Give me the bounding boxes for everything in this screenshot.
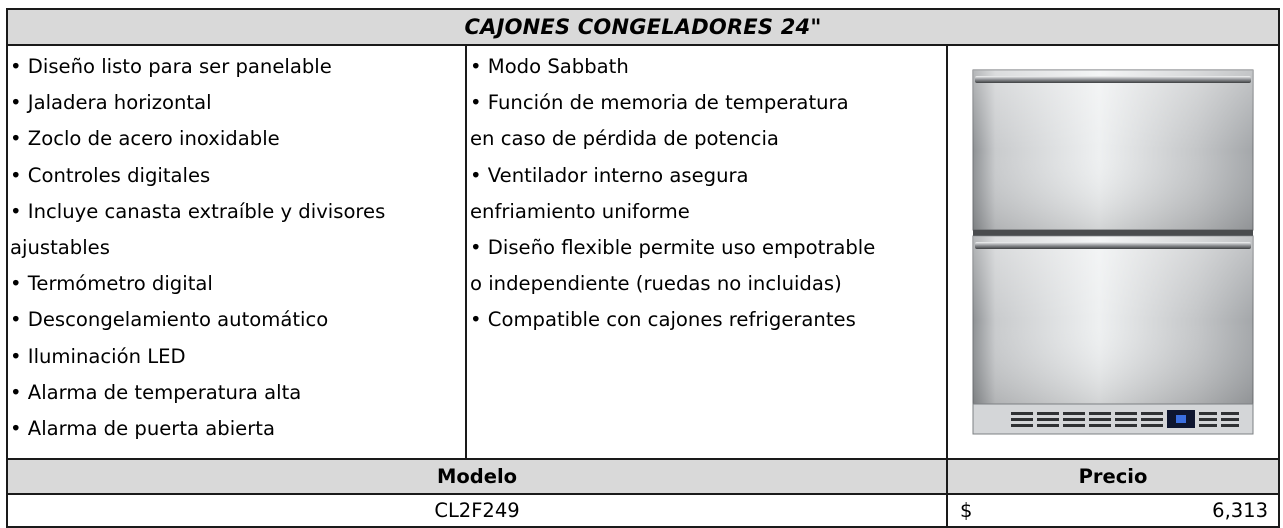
feature-line: • Termómetro digital [10,272,213,296]
feature-line: • Diseño listo para ser panelable [10,55,332,78]
price-cell: $ 6,313 [948,495,1278,526]
feature-line: ajustables [10,235,110,259]
table-row: CL2F249 $ 6,313 [8,493,1278,526]
features-left-column: • Diseño listo para ser panelable • Jala… [8,46,467,460]
table-header-row: Modelo Precio [8,458,1278,493]
freezer-drawers-image [972,69,1254,435]
spec-sheet: CAJONES CONGELADORES 24" • Diseño listo … [6,8,1280,528]
sheet-title: CAJONES CONGELADORES 24" [8,10,1278,46]
feature-line: • Descongelamiento automático [10,308,329,332]
price-header: Precio [1078,465,1148,488]
feature-line: o independiente (ruedas no incluidas) [470,272,842,296]
feature-line: • Controles digitales [10,163,211,187]
feature-line: • Alarma de temperatura alta [10,380,302,404]
feature-line: • Compatible con cajones refrigerantes [470,308,856,332]
feature-line: enfriamiento uniforme [470,199,690,223]
price-value: 6,313 [1212,499,1268,522]
feature-line: • Jaladera horizontal [10,91,212,115]
features-right-column: • Modo Sabbath • Función de memoria de t… [467,46,948,460]
product-image-cell [948,46,1278,460]
feature-line: • Iluminación LED [10,344,186,368]
feature-line: • Incluye canasta extraíble y divisores [10,199,386,223]
feature-line: • Función de memoria de temperatura [470,91,849,115]
feature-line: • Alarma de puerta abierta [10,416,275,440]
model-value: CL2F249 [8,495,948,526]
feature-line: • Diseño flexible permite uso empotrable [470,235,876,259]
currency-symbol: $ [960,499,973,522]
feature-line: • Ventilador interno asegura [470,163,749,187]
feature-line: en caso de pérdida de potencia [470,127,779,151]
model-header: Modelo [8,460,948,493]
feature-line: • Zoclo de acero inoxidable [10,127,280,151]
feature-line: • Modo Sabbath [470,55,629,78]
